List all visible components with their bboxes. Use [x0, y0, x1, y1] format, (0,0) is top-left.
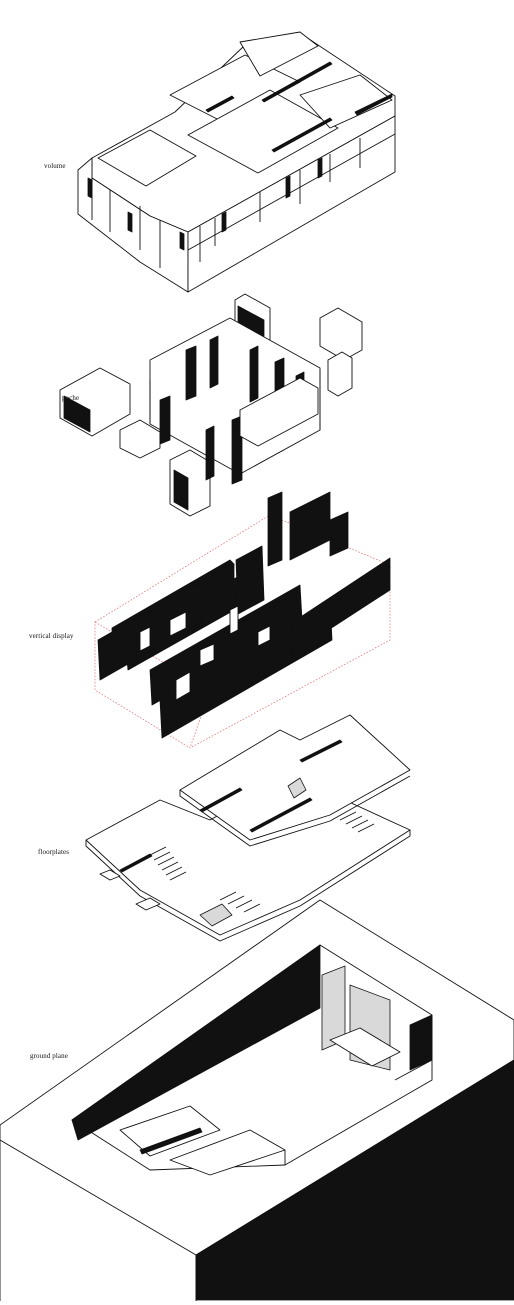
- poche-box-shadow: [173, 469, 189, 511]
- floorplate-shade: [287, 777, 307, 799]
- ground-plane-layer: [0, 899, 514, 1301]
- roof-plate: [97, 129, 197, 187]
- roof-slot: [354, 93, 393, 116]
- poche-slab: [239, 377, 319, 447]
- poche-wall: [249, 345, 259, 403]
- poche-edge: [149, 370, 321, 430]
- vertical-panel: [267, 491, 283, 567]
- floor-fragment: [99, 869, 121, 881]
- volume-right-face: [187, 115, 396, 293]
- poche-wall: [209, 335, 219, 389]
- roof-slot: [205, 95, 235, 113]
- label-floorplates: floorplates: [38, 848, 70, 856]
- poche-box-shadow: [63, 395, 91, 433]
- vertical-panel: [329, 511, 349, 557]
- poche-box: [327, 351, 353, 397]
- roof-plate: [239, 31, 319, 77]
- floor-slot: [119, 853, 153, 873]
- roof-slot: [261, 61, 333, 103]
- label-vertical-display: vertical display: [29, 632, 74, 640]
- panel-opening: [175, 671, 191, 701]
- panel-opening: [139, 626, 151, 652]
- floor-fragment: [135, 897, 161, 911]
- label-volume: volume: [44, 162, 66, 170]
- floorplate: [179, 714, 411, 841]
- window-slot: [221, 211, 227, 233]
- poche-box: [319, 307, 363, 361]
- stair-tread: [219, 891, 261, 913]
- panel-opening: [229, 605, 239, 635]
- label-poche: poche: [62, 394, 80, 402]
- volume-layer: [77, 31, 396, 293]
- stair-tread: [149, 846, 187, 881]
- poche-wall: [159, 395, 171, 445]
- window-slot: [87, 177, 93, 199]
- panel-opening: [257, 625, 271, 647]
- floorplate-edge: [179, 775, 411, 847]
- stair-run: [149, 811, 375, 913]
- poche-wall: [205, 425, 215, 481]
- window-slot: [179, 231, 185, 251]
- pit-block: [329, 1027, 401, 1067]
- roof-slot: [271, 117, 333, 153]
- ground-edge: [0, 1140, 197, 1301]
- roof-plate: [299, 74, 393, 129]
- vertical-panel: [209, 595, 293, 705]
- pit-step: [119, 1105, 221, 1157]
- facade-edge: [91, 178, 161, 268]
- vertical-panel: [289, 491, 331, 561]
- panel-opening: [169, 611, 187, 637]
- floor-slot: [199, 787, 243, 813]
- floorplates-layer: [85, 714, 411, 942]
- pit-step-slot: [139, 1127, 203, 1155]
- window-slot: [285, 175, 291, 199]
- stair-tread: [339, 811, 375, 833]
- vertical-display-layer: [94, 491, 391, 749]
- window-slot: [317, 157, 323, 179]
- label-ground-plane: ground plane: [30, 1052, 68, 1060]
- poche-box: [119, 419, 161, 459]
- vertical-panel: [235, 545, 265, 615]
- pit-edge: [284, 1059, 433, 1165]
- floorplate-shade: [199, 903, 233, 927]
- roof-plate: [187, 89, 339, 174]
- floor-slot: [249, 797, 313, 833]
- floor-slot: [299, 739, 343, 763]
- poche-wall: [231, 415, 243, 485]
- poche-wall: [185, 345, 197, 401]
- floorplate-edge: [85, 830, 411, 942]
- window-slot: [127, 211, 133, 233]
- panel-opening: [199, 643, 215, 667]
- poche-layer: [59, 293, 363, 517]
- pit-wall: [71, 944, 321, 1141]
